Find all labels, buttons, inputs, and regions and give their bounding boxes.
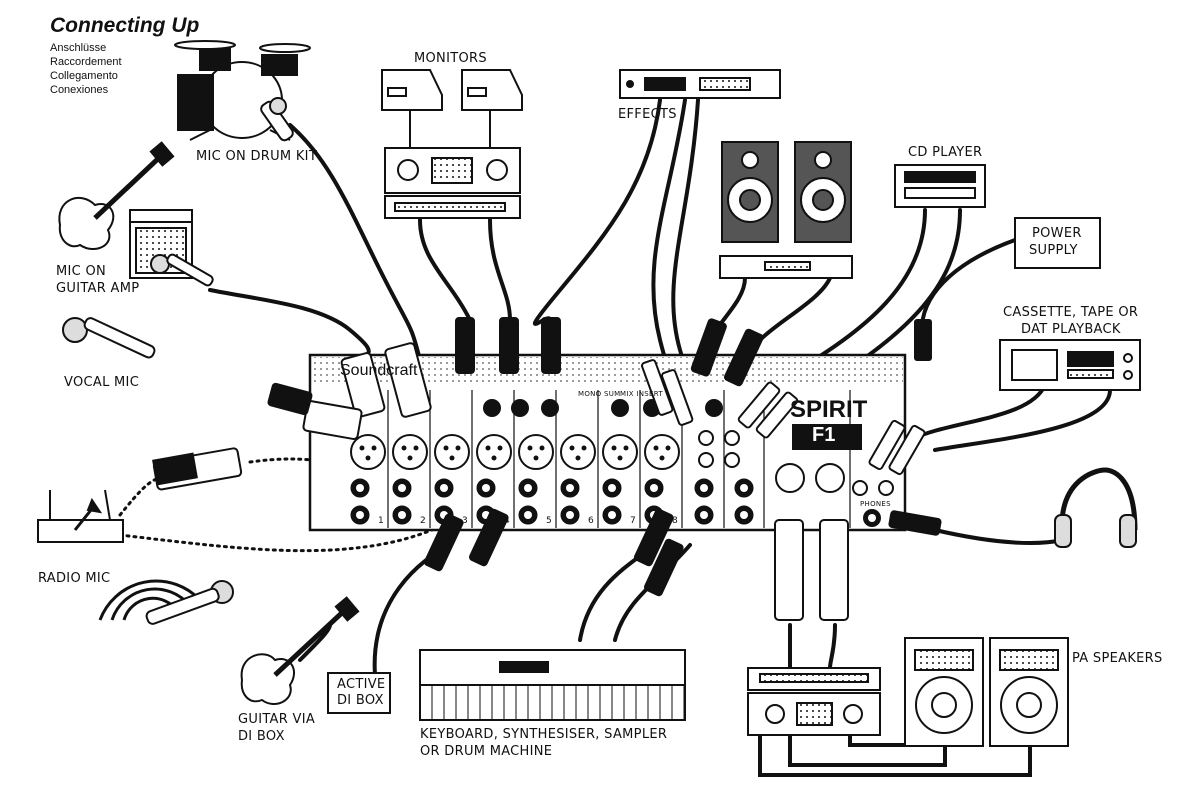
keyboard — [419, 649, 686, 721]
label-radio-mic: RADIO MIC — [38, 571, 111, 586]
label-effects: EFFECTS — [618, 107, 677, 122]
label-monitors: MONITORS — [414, 51, 487, 66]
drum-mic — [260, 97, 294, 142]
amp-mic — [150, 253, 214, 287]
label-guitar-via: GUITAR VIA — [238, 712, 316, 727]
drum-kit — [174, 40, 311, 141]
handheld-radio-mic — [145, 580, 234, 625]
label-active-di-box: DI BOX — [337, 693, 384, 708]
electric-guitar — [58, 141, 175, 250]
mixer-model-f1: F1 — [812, 424, 836, 446]
label-cassette: CASSETTE, TAPE OR — [1003, 305, 1139, 320]
label-cd-player: CD PLAYER — [908, 145, 983, 160]
page-title: Connecting Up — [50, 14, 200, 37]
label-mic-on-drum-kit: MIC ON DRUM KIT — [196, 149, 318, 164]
label-power: POWER — [1032, 226, 1082, 241]
channel-number: 8 — [672, 516, 679, 526]
label-keyboard: KEYBOARD, SYNTHESISER, SAMPLER — [420, 727, 668, 742]
guitar-di — [240, 596, 360, 705]
monitor-amp — [384, 147, 521, 219]
mixer-mono-sum: MONO SUM — [578, 390, 621, 398]
cables — [208, 98, 1112, 777]
subtitle-de: Anschlüsse — [50, 42, 107, 54]
vocal-mic — [62, 317, 156, 359]
stage-monitors — [381, 69, 523, 148]
plugs — [302, 317, 942, 621]
label-drum-machine: OR DRUM MACHINE — [420, 744, 553, 759]
vocal-mic-plug — [267, 382, 313, 416]
subtitle-it: Collegamento — [50, 70, 118, 82]
channel-number: 4 — [504, 516, 511, 526]
channel-number: 1 — [378, 516, 385, 526]
channel-number: 3 — [462, 516, 469, 526]
pa-amplifier — [747, 667, 881, 736]
channel-number: 6 — [588, 516, 595, 526]
channel-number: 5 — [546, 516, 553, 526]
mixer-phones-label: PHONES — [860, 500, 891, 508]
label-di-box: DI BOX — [238, 729, 285, 744]
active-di-box — [327, 672, 391, 714]
cassette-deck — [999, 339, 1141, 391]
label-mic-on: MIC ON — [56, 264, 107, 279]
cd-player-unit — [894, 164, 986, 208]
label-vocal-mic: VOCAL MIC — [64, 375, 140, 390]
subtitle-es: Conexiones — [50, 84, 109, 96]
label-pa-speakers: PA SPEAKERS — [1072, 651, 1163, 666]
channel-number: 7 — [630, 516, 637, 526]
label-active: ACTIVE — [337, 677, 386, 692]
radio-transmitter — [152, 447, 243, 491]
mixer-brand: Soundcraft — [340, 362, 418, 379]
pa-speakers — [904, 637, 1069, 747]
channel-number: 2 — [420, 516, 427, 526]
power-supply-box — [1014, 217, 1101, 269]
studio-monitors — [719, 141, 853, 279]
headphones — [1054, 467, 1138, 548]
label-dat-playback: DAT PLAYBACK — [1021, 322, 1121, 337]
radio-receiver — [37, 489, 124, 543]
subtitle-fr: Raccordement — [50, 56, 122, 68]
mixer-model-spirit: SPIRIT — [790, 396, 868, 423]
label-supply: SUPPLY — [1029, 243, 1078, 258]
effects-unit — [619, 69, 781, 99]
label-guitar-amp: GUITAR AMP — [56, 281, 140, 296]
mixer-mix-insert: MIX INSERT — [620, 390, 663, 398]
